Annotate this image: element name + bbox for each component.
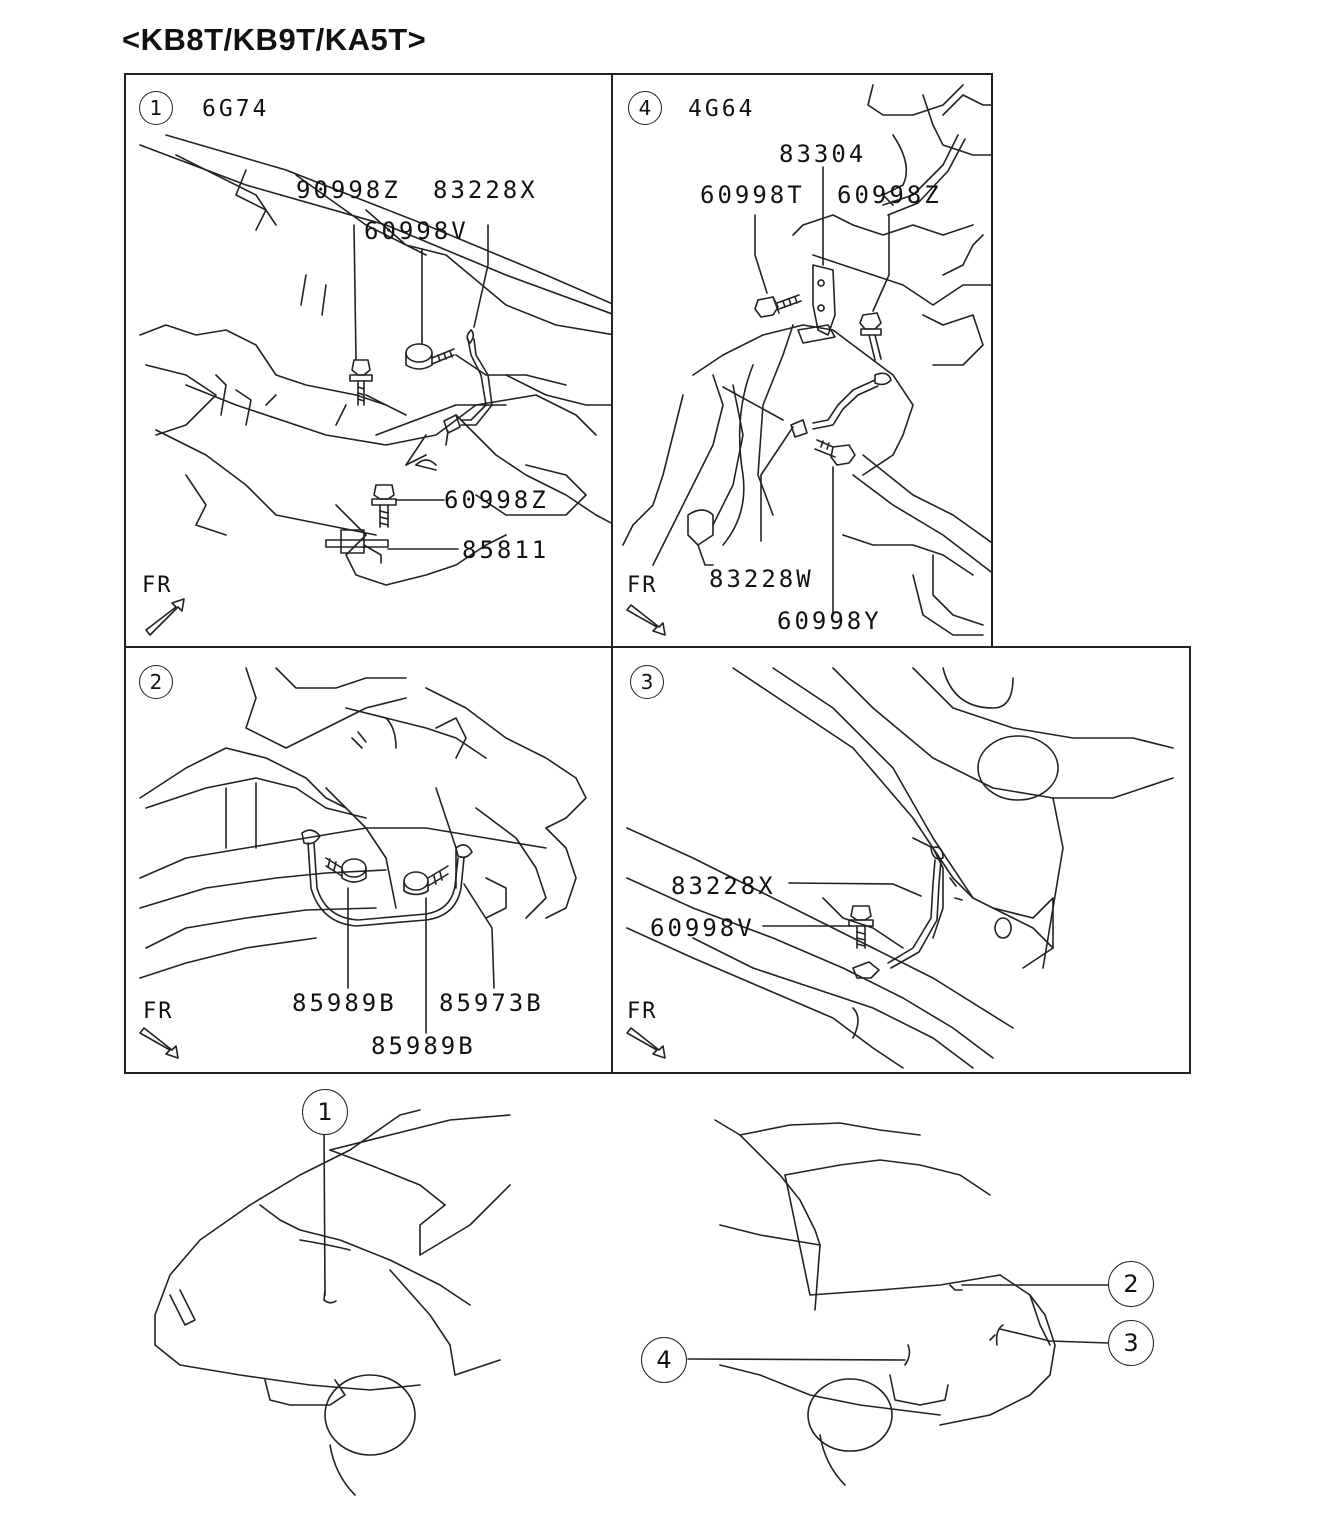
part-83228X-label-3: 83228X [671, 872, 776, 900]
part-85989B-label-1: 85989B [292, 989, 397, 1017]
part-83228W-label: 83228W [709, 565, 814, 593]
panel-4-fr-label: FR [627, 573, 658, 598]
vehicle-callout-4: 4 [641, 1337, 687, 1383]
part-85811-label: 85811 [462, 536, 550, 564]
panel-2-fr-label: FR [143, 999, 174, 1024]
part-83228X-label: 83228X [433, 176, 538, 204]
panel-2-drawing [139, 667, 587, 1059]
part-85989B-label-2: 85989B [371, 1032, 476, 1060]
panel-3-number: 3 [630, 665, 664, 699]
vehicle-callout-3: 3 [1108, 1320, 1154, 1366]
part-60998Y-label: 60998Y [777, 607, 882, 635]
vehicle-location-views: 1 2 3 4 [0, 1075, 1318, 1518]
vehicle-callout-1: 1 [302, 1089, 348, 1135]
part-60998V-label: 60998V [364, 217, 469, 245]
part-60998V-label-3: 60998V [650, 914, 755, 942]
panel-1: 1 6G74 90998Z 83228X 60998V 60998Z 85811… [124, 73, 613, 648]
part-85973B-label: 85973B [439, 989, 544, 1017]
panel-2-number: 2 [139, 665, 173, 699]
part-60998T-label: 60998T [700, 181, 805, 209]
callout-4-leader [687, 1358, 906, 1361]
callout-3-leader [999, 1328, 1109, 1344]
panel-1-drawing [139, 134, 611, 636]
panel-1-fr-label: FR [142, 573, 173, 598]
part-60998Z-label: 60998Z [444, 486, 549, 514]
panel-4-number: 4 [628, 91, 662, 125]
part-90998Z-label: 90998Z [296, 176, 401, 204]
part-83304-label: 83304 [779, 140, 867, 168]
panel-4-engine-label: 4G64 [688, 96, 756, 122]
diagram-title: <KB8T/KB9T/KA5T> [122, 22, 427, 57]
part-60998Z-label-4: 60998Z [837, 181, 942, 209]
vehicle-drawings [154, 1109, 1109, 1496]
panel-4-drawing [622, 84, 991, 636]
panel-1-engine-label: 6G74 [202, 96, 270, 122]
panel-3: 3 83228X 60998V FR [611, 646, 1191, 1074]
left-vehicle-outline [154, 1109, 511, 1496]
panel-2: 2 85989B 85973B 85989B FR [124, 646, 613, 1074]
panel-1-number: 1 [139, 91, 173, 125]
panel-3-fr-label: FR [627, 999, 658, 1024]
vehicle-callout-2: 2 [1108, 1261, 1154, 1307]
panel-3-drawing [626, 667, 1174, 1069]
panel-4: 4 4G64 83304 60998T 60998Z 83228W 60998Y… [611, 73, 993, 648]
callout-1-leader [323, 1126, 326, 1296]
right-vehicle-outline [714, 1119, 1056, 1486]
